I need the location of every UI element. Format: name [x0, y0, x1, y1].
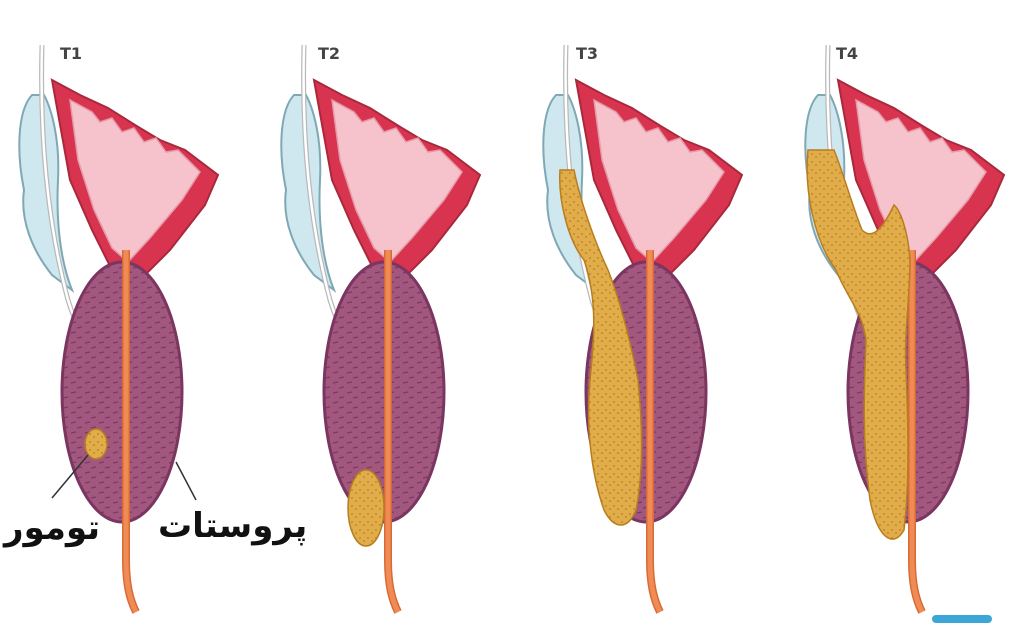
- stage-panel-t4: [805, 45, 1004, 612]
- stage-panel-t3: [543, 45, 742, 612]
- stage-label-t3: T3: [576, 44, 598, 63]
- tumor-label: تومور: [4, 508, 100, 548]
- prostate-label: پروستات: [158, 506, 307, 546]
- corner-accent-bar: [932, 615, 992, 623]
- tumor: [85, 429, 107, 459]
- stage-label-t4: T4: [836, 44, 858, 63]
- stage-panel-t2: [281, 45, 480, 612]
- prostate-leader-line: [176, 462, 196, 500]
- stage-label-t1: T1: [60, 44, 82, 63]
- tumor: [348, 470, 384, 546]
- stage-label-t2: T2: [318, 44, 340, 63]
